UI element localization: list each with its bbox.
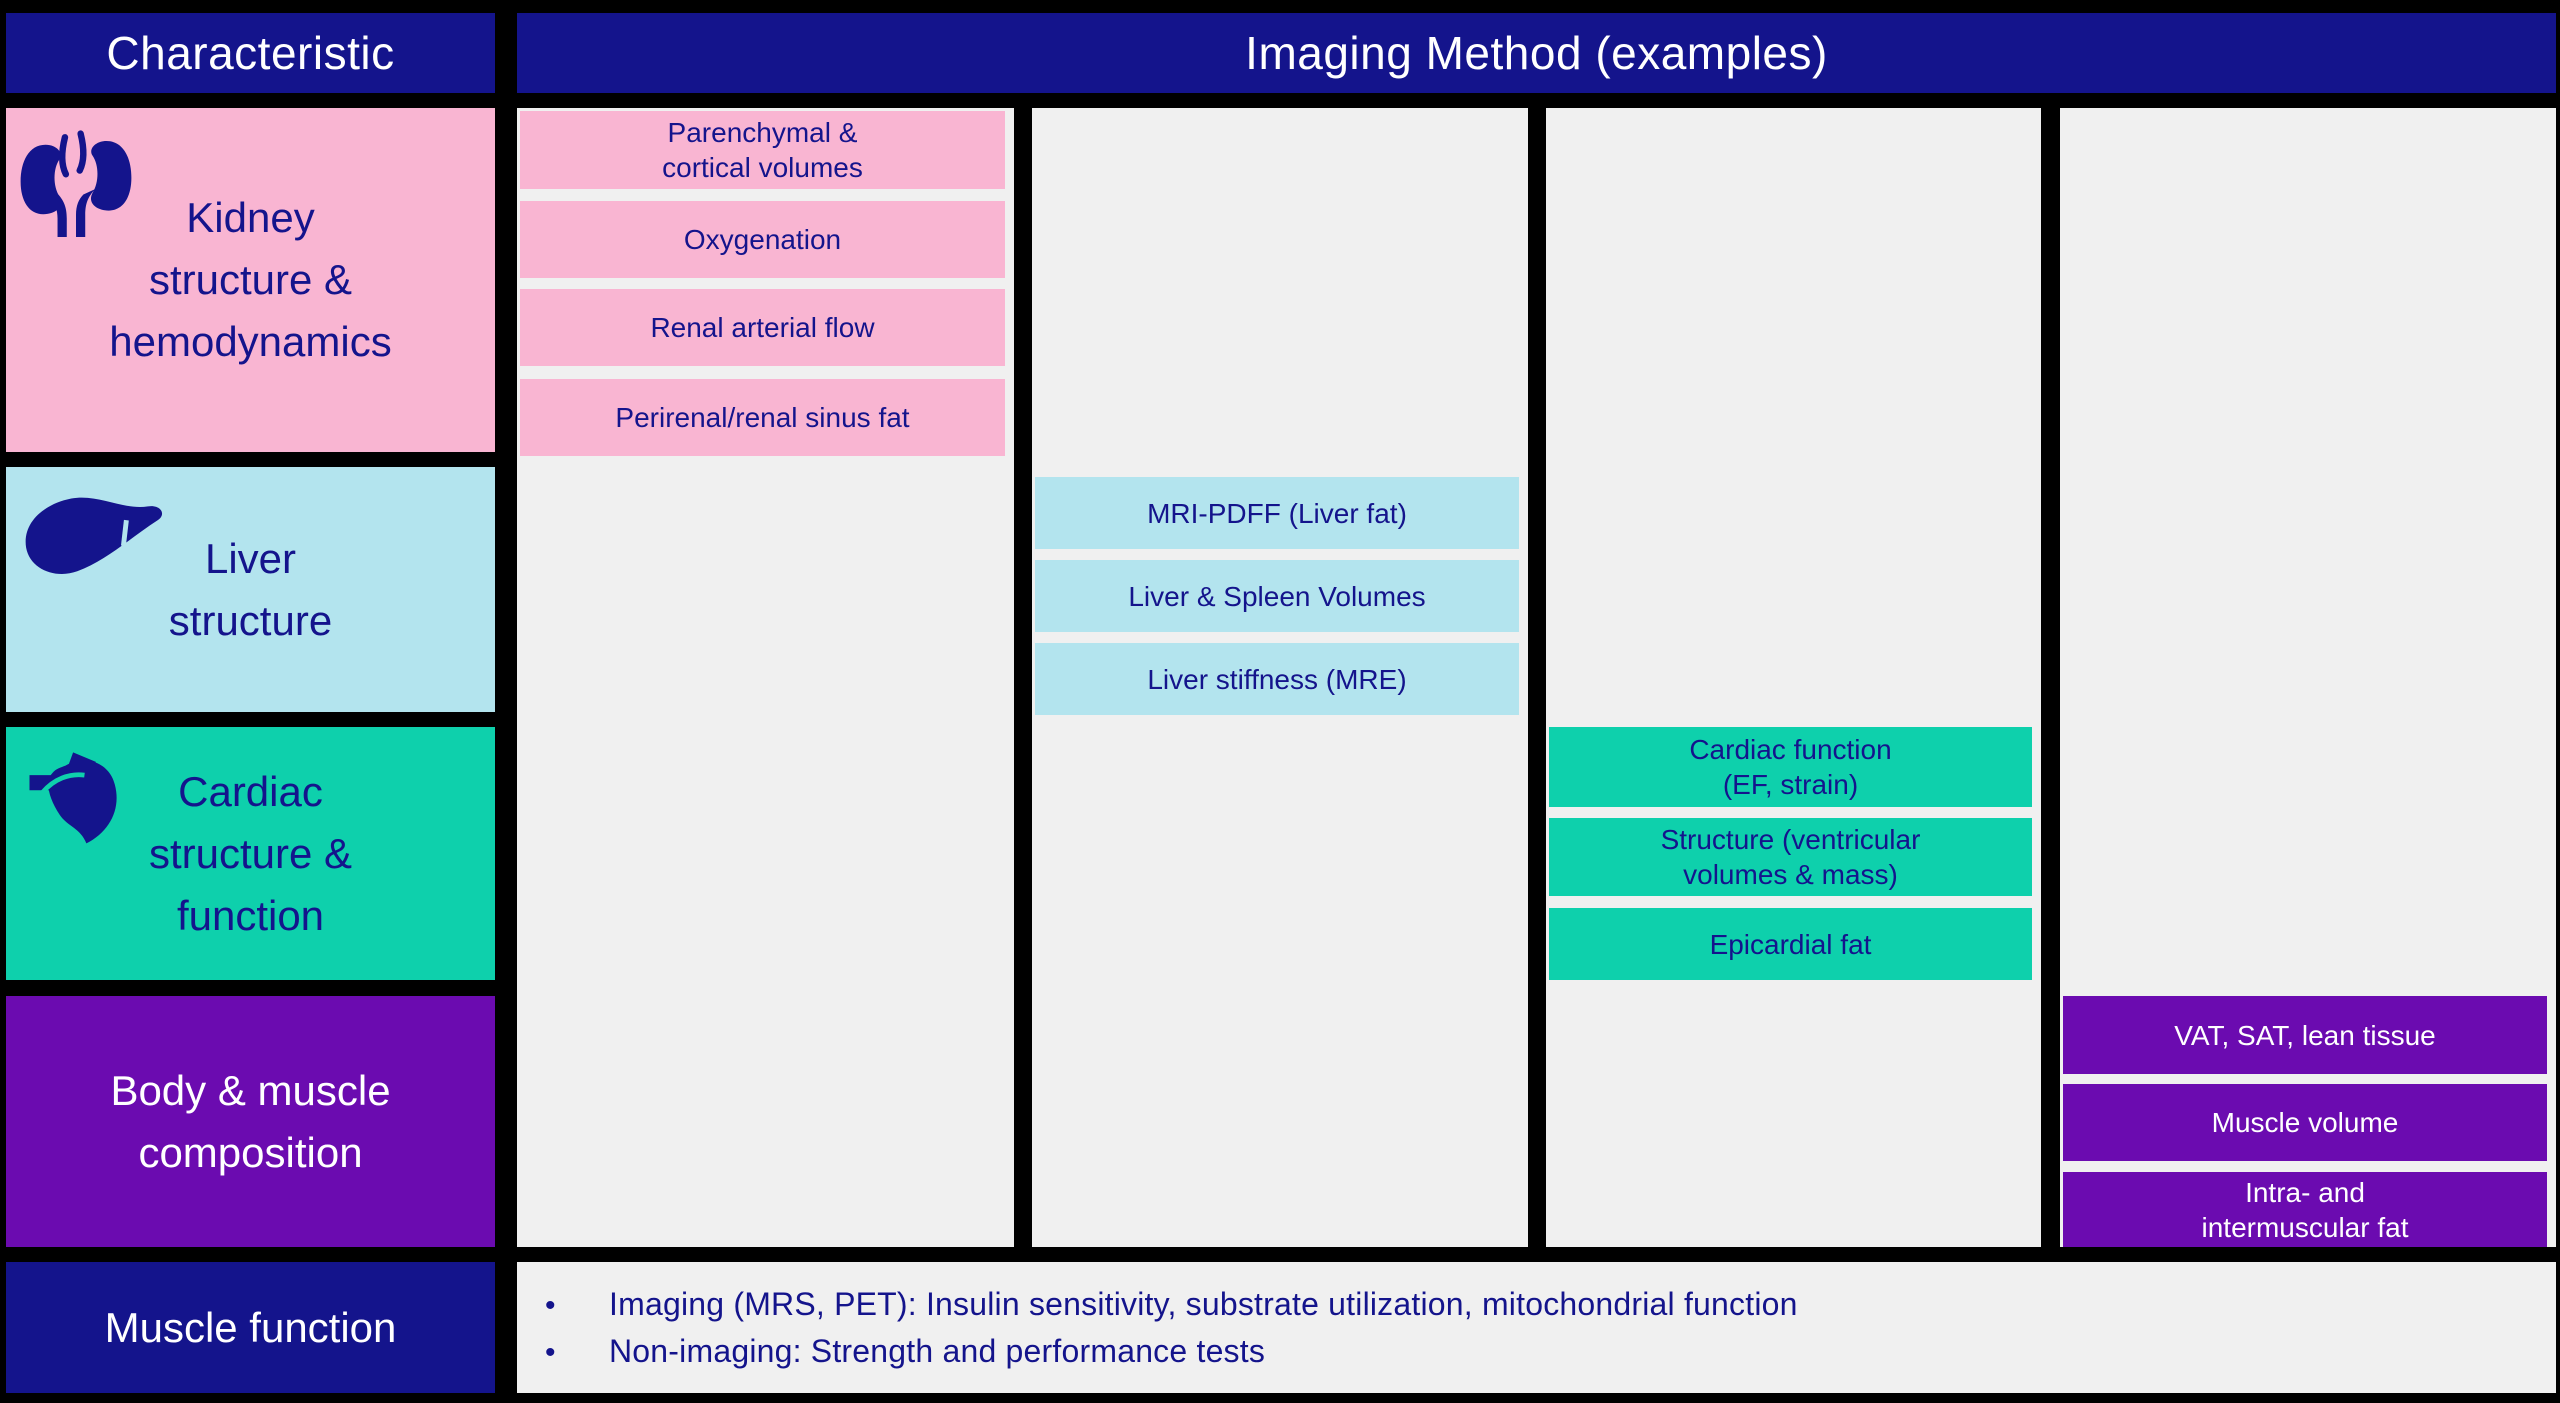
- muscle-function-imaging-text: Imaging (MRS, PET): Insulin sensitivity,…: [609, 1285, 1798, 1322]
- method-chip-renal-arterial-flow: Renal arterial flow: [520, 289, 1005, 366]
- method-chip-oxygenation: Oxygenation: [520, 201, 1005, 278]
- cardiac-category-block: Cardiac structure & function: [6, 727, 495, 980]
- bullet-dot-icon: •: [545, 1335, 556, 1369]
- kidney-category-block: Kidney structure & hemodynamics: [6, 108, 495, 452]
- method-chip-liver-spleen-volumes: Liver & Spleen Volumes: [1035, 560, 1519, 632]
- muscle-function-bullet-non-imaging: • Non-imaging: Strength and performance …: [545, 1333, 2556, 1370]
- liver-category-label: Liver structure: [168, 534, 333, 644]
- method-chip-parenchymal-cortical-volumes: Parenchymal & cortical volumes: [520, 111, 1005, 189]
- method-chip-mri-pdff: MRI-PDFF (Liver fat): [1035, 477, 1519, 549]
- imaging-method-header: Imaging Method (examples): [517, 13, 2556, 93]
- body-composition-category-label: Body & muscle composition: [110, 1066, 391, 1176]
- imaging-method-header-label: Imaging Method (examples): [1245, 27, 1828, 79]
- bullet-dot-icon: •: [545, 1288, 556, 1322]
- kidney-methods-column: Parenchymal & cortical volumes Oxygenati…: [517, 108, 1014, 1247]
- characteristic-header-label: Characteristic: [106, 27, 395, 79]
- characteristic-header: Characteristic: [6, 13, 495, 93]
- method-chip-cardiac-function: Cardiac function (EF, strain): [1549, 727, 2032, 807]
- muscle-function-category-block: Muscle function: [6, 1262, 495, 1393]
- cardiac-category-label: Cardiac structure & function: [148, 767, 353, 939]
- kidney-category-label: Kidney structure & hemodynamics: [109, 194, 392, 365]
- method-chip-cardiac-structure: Structure (ventricular volumes & mass): [1549, 818, 2032, 896]
- method-chip-muscle-volume: Muscle volume: [2063, 1084, 2547, 1161]
- muscle-function-bullet-imaging: • Imaging (MRS, PET): Insulin sensitivit…: [545, 1286, 2556, 1323]
- liver-category-block: Liver structure: [6, 467, 495, 712]
- liver-methods-column: MRI-PDFF (Liver fat) Liver & Spleen Volu…: [1032, 108, 1528, 1247]
- muscle-function-methods-panel: • Imaging (MRS, PET): Insulin sensitivit…: [517, 1262, 2556, 1393]
- method-chip-perirenal-renal-sinus-fat: Perirenal/renal sinus fat: [520, 379, 1005, 456]
- method-chip-intra-intermuscular-fat: Intra- and intermuscular fat: [2063, 1172, 2547, 1247]
- muscle-function-category-label: Muscle function: [104, 1303, 397, 1351]
- body-composition-category-block: Body & muscle composition: [6, 996, 495, 1247]
- body-composition-methods-column: VAT, SAT, lean tissue Muscle volume Intr…: [2060, 108, 2556, 1247]
- muscle-function-non-imaging-text: Non-imaging: Strength and performance te…: [609, 1332, 1266, 1369]
- method-chip-liver-stiffness: Liver stiffness (MRE): [1035, 643, 1519, 715]
- cardiac-methods-column: Cardiac function (EF, strain) Structure …: [1546, 108, 2041, 1247]
- method-chip-epicardial-fat: Epicardial fat: [1549, 908, 2032, 980]
- method-chip-vat-sat-lean-tissue: VAT, SAT, lean tissue: [2063, 996, 2547, 1074]
